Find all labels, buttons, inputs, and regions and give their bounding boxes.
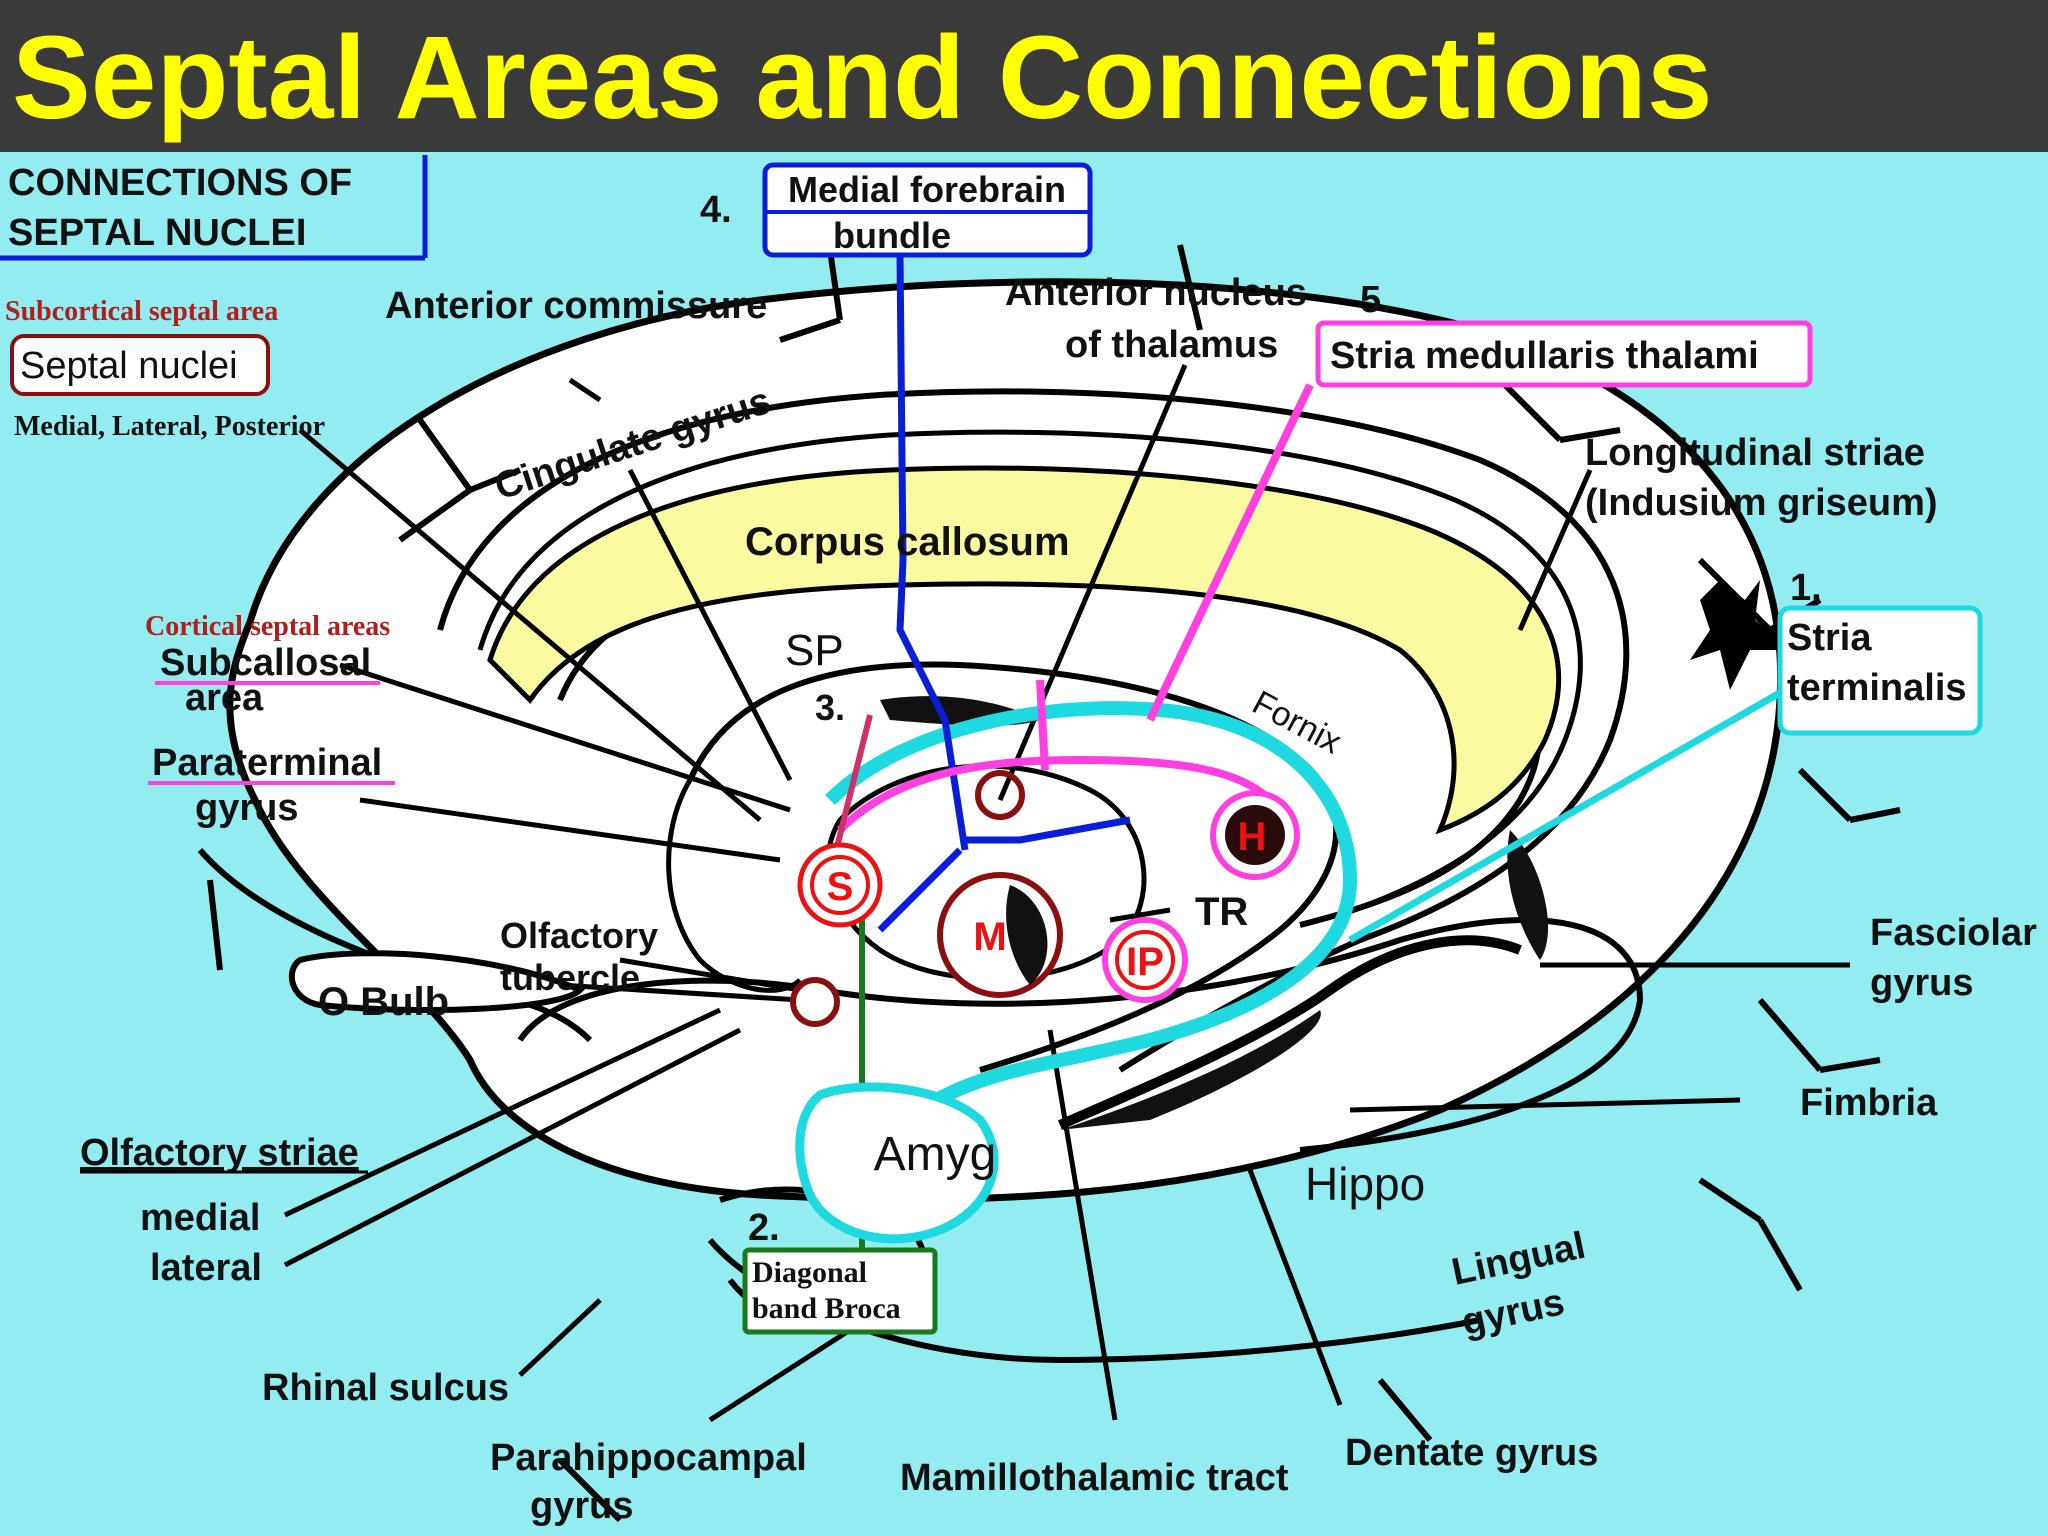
septal-nuclei-subtypes: Medial, Lateral, Posterior — [14, 411, 325, 442]
diagonal-band-box — [742, 1247, 938, 1335]
nucleus-m-label: M — [973, 915, 1006, 959]
medial-striae-label: medial — [140, 1197, 260, 1239]
cingulate-inner-ring — [477, 429, 1583, 918]
diagonal-band-line2: band Broca — [752, 1292, 901, 1325]
medial-forebrain-line1: Medial forebrain — [788, 169, 1066, 210]
septum-wedge — [666, 778, 802, 993]
amygdala-outline — [795, 1082, 999, 1244]
mamillothalamic-label: Mamillothalamic tract — [900, 1457, 1289, 1499]
medial-forebrain-bundle-tract — [877, 254, 1131, 933]
subcallosal-line1: Subcallosal — [160, 642, 371, 684]
sp-label: SP — [785, 626, 844, 675]
longitudinal-striae-line2: (Indusium griseum) — [1585, 482, 1938, 524]
pathway-2-number: 2. — [748, 1207, 780, 1249]
nucleus-m: M — [937, 872, 1063, 998]
corpus-callosum-band — [487, 465, 1562, 835]
olfactory-striae-label: Olfactory striae — [80, 1132, 359, 1174]
stria-medullaris-tract — [837, 383, 1314, 833]
diagonal-band-line1: Diagonal — [752, 1256, 867, 1289]
septal-nuclei-label: Septal nuclei — [20, 345, 238, 387]
cingulate-outer-ring — [437, 388, 1630, 1073]
corpus-callosum-label: Corpus callosum — [745, 520, 1070, 564]
cortical-heading: Cortical septal areas — [145, 611, 390, 642]
fimbria-label: Fimbria — [1800, 1082, 1938, 1124]
pathway-1-number: 1. — [1790, 567, 1822, 609]
olfactory-tubercle-marker — [790, 977, 840, 1027]
nucleus-s-label: S — [827, 865, 854, 909]
nucleus-s: S — [797, 842, 883, 928]
connections-header-box: CONNECTIONS OF SEPTAL NUCLEI — [0, 155, 428, 261]
nucleus-h-label: H — [1238, 815, 1267, 859]
stria-medullaris-label: Stria medullaris thalami — [1330, 335, 1759, 377]
lateral-striae-label: lateral — [150, 1247, 262, 1289]
fasciolar-line2: gyrus — [1870, 962, 1973, 1004]
connections-header-line1: CONNECTIONS OF — [8, 162, 352, 204]
amyg-label: Amyg — [874, 1128, 997, 1181]
pathway-3-number: 3. — [815, 687, 845, 728]
o-bulb-label: O Bulb — [318, 980, 449, 1024]
stria-terminalis-line1: Stria — [1787, 617, 1872, 659]
anterior-nucleus-line1: Anterior nucleus — [1005, 272, 1307, 314]
stria-terminalis-line2: terminalis — [1787, 667, 1967, 709]
anterior-commissure-label: Anterior commissure — [385, 285, 767, 327]
anterior-nucleus-marker — [975, 770, 1025, 820]
pathway-5-number: 5. — [1360, 279, 1392, 321]
connections-header-line2: SEPTAL NUCLEI — [8, 212, 306, 254]
pathway-4-number: 4. — [700, 189, 732, 231]
septal-nuclei-box — [10, 334, 270, 396]
fasciolar-line1: Fasciolar — [1870, 912, 2037, 954]
stria-terminalis-box — [1777, 605, 1983, 736]
hippocampal-fold — [1057, 935, 1522, 1130]
olfactory-tubercle-line2: tubercle — [500, 957, 640, 998]
leader-lines — [283, 364, 1850, 1423]
stria-terminalis-leader — [1348, 686, 1787, 944]
brain-diagram: S M H IP Amyg CONNECTIONS OF SEPTAL NUCL… — [0, 155, 2037, 1527]
stria-medullaris-box — [1315, 320, 1813, 388]
medial-forebrain-line2: bundle — [833, 215, 951, 256]
olfactory-bulb — [288, 950, 586, 1013]
anterior-nucleus-line2: of thalamus — [1065, 324, 1278, 366]
paraterminal-line2: gyrus — [195, 787, 298, 829]
neuron-star — [1690, 580, 1790, 690]
rhinal-sulcus-label: Rhinal sulcus — [262, 1367, 509, 1409]
lingual-line1: Lingual — [1448, 1225, 1589, 1294]
stria-terminalis-tract — [825, 701, 1358, 1116]
olfactory-tubercle-line1: Olfactory — [500, 915, 658, 956]
nucleus-ip: IP — [1102, 917, 1188, 1003]
parahippocampal-line1: Parahippocampal — [490, 1437, 807, 1479]
dentate-gyrus-label: Dentate gyrus — [1345, 1432, 1598, 1474]
nucleus-ip-label: IP — [1126, 940, 1164, 984]
slide-title: Septal Areas and Connections — [12, 12, 1713, 144]
lingual-line2: gyrus — [1458, 1281, 1568, 1344]
nucleus-h: H — [1210, 790, 1300, 880]
hippo-label: Hippo — [1305, 1158, 1425, 1210]
subcortical-heading: Subcortical septal area — [5, 296, 278, 327]
parahippocampal-line2: gyrus — [530, 1485, 633, 1527]
longitudinal-striae-line1: Longitudinal striae — [1585, 432, 1925, 474]
tr-label: TR — [1195, 890, 1248, 934]
slide-header: Septal Areas and Connections — [0, 0, 2048, 152]
paraterminal-line1: Paraterminal — [152, 742, 382, 784]
